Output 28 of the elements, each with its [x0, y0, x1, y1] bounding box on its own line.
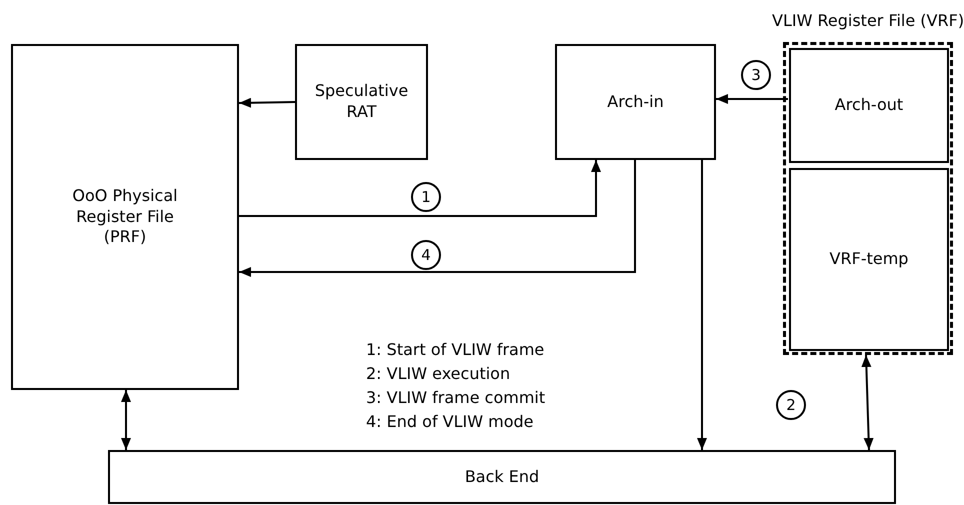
node-label: Arch-in — [607, 92, 664, 112]
rat-box — [295, 44, 428, 160]
arrow — [239, 160, 636, 277]
node-label: Back End — [464, 466, 540, 488]
legend-note: 4: End of VLIW mode — [366, 412, 534, 431]
legend-note: 3: VLIW frame commit — [366, 388, 546, 407]
arrow — [239, 160, 601, 217]
arch-in-box — [555, 44, 716, 160]
callout-number: 1 — [411, 182, 441, 212]
node-label: VRF-temp — [830, 249, 908, 270]
vrf-temp-box — [789, 168, 949, 351]
arch-out-box — [789, 48, 949, 163]
callout-number: 4 — [411, 240, 441, 270]
node-label: Arch-out — [834, 95, 904, 116]
arrow — [697, 160, 707, 450]
arrow — [716, 94, 788, 104]
arrow — [238, 98, 296, 108]
callout-number: 2 — [776, 390, 806, 420]
legend-note: 1: Start of VLIW frame — [366, 340, 544, 359]
register-file-box — [11, 44, 239, 390]
node-label: OoO Physical Register File (PRF) — [71, 186, 179, 248]
arrow — [121, 390, 131, 450]
callout-number: 3 — [741, 60, 771, 90]
back-end-box — [108, 450, 896, 504]
node-label: Speculative RAT — [314, 81, 410, 123]
arrow — [861, 354, 874, 450]
legend-note: 2: VLIW execution — [366, 364, 510, 383]
group-heading: VLIW Register File (VRF) — [772, 11, 964, 30]
